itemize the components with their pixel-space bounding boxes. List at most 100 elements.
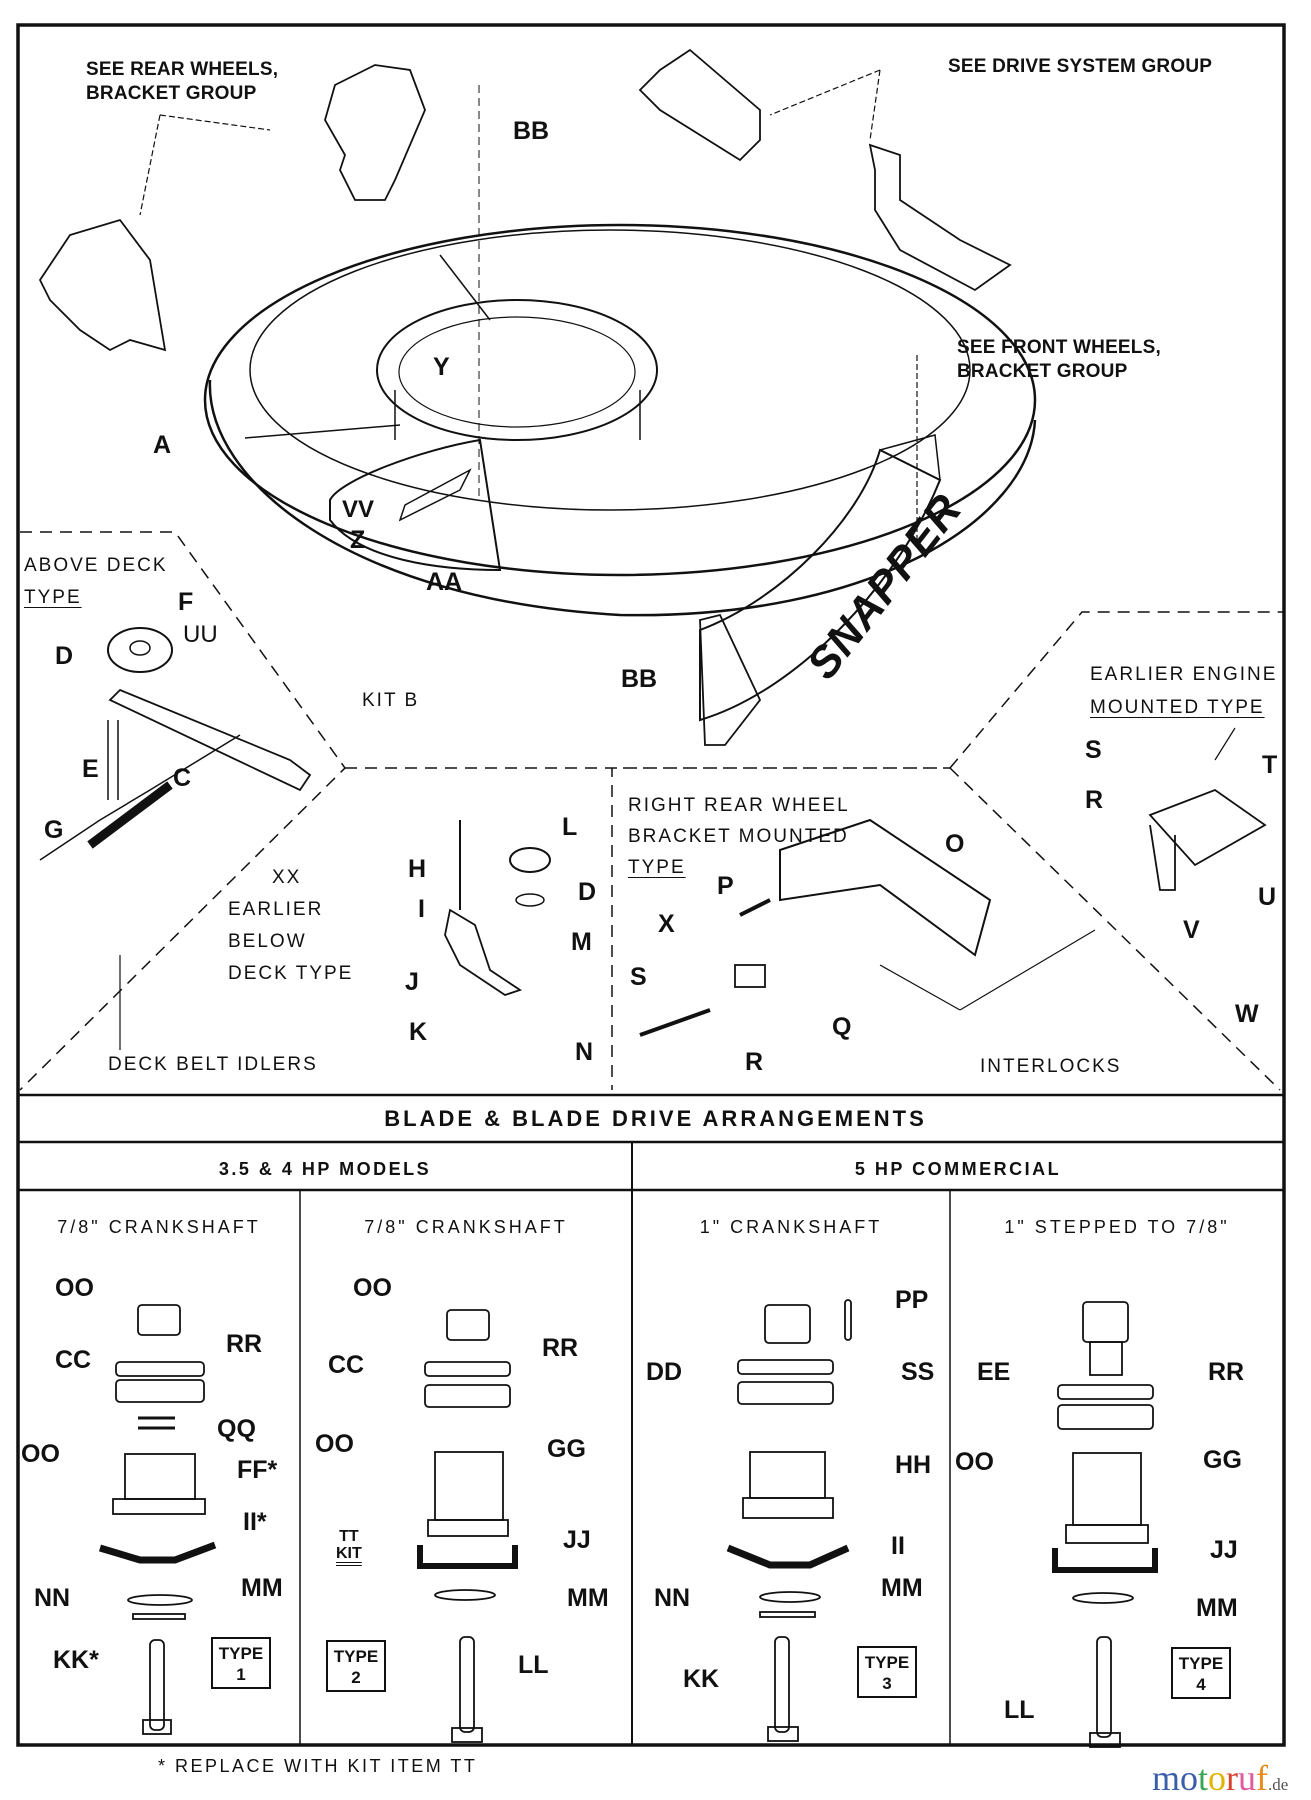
t4-label-oo: OO xyxy=(955,1448,994,1476)
region-right-diag xyxy=(949,767,1281,1091)
callout-earlier-engine-line2: MOUNTED TYPE xyxy=(1090,697,1265,718)
t3-label-ii: II xyxy=(891,1532,905,1560)
callout-front-wheels: SEE FRONT WHEELS, BRACKET GROUP xyxy=(957,336,1161,384)
spring-coil xyxy=(87,781,173,849)
rear-bracket-top xyxy=(324,64,426,201)
t1-label-rr: RR xyxy=(226,1330,263,1358)
type-badge-3: TYPE 3 xyxy=(857,1646,917,1698)
region-mid xyxy=(345,767,950,1090)
t3-label-hh: HH xyxy=(895,1451,932,1479)
part-label-r-engine: R xyxy=(1085,786,1104,814)
part-label-s-engine: S xyxy=(1085,736,1102,764)
group-label-5-hp: 5 HP COMMERCIAL xyxy=(854,1159,1062,1179)
t1-label-cc: CC xyxy=(55,1346,92,1374)
region-right xyxy=(949,611,1284,769)
part-label-bb-top: BB xyxy=(513,117,550,145)
part-label-l: L xyxy=(562,813,578,841)
t2-label-mm: MM xyxy=(567,1584,609,1612)
t3-label-dd: DD xyxy=(646,1358,683,1386)
callout-deck-belt-idlers: DECK BELT IDLERS xyxy=(108,1054,318,1075)
t2-label-ll: LL xyxy=(518,1651,549,1679)
stack-type-2 xyxy=(417,1309,518,1743)
column-heading-type-3: 1" CRANKSHAFT xyxy=(699,1217,883,1237)
watermark-letter: r xyxy=(1226,1758,1239,1798)
type-badge-1-number: 1 xyxy=(236,1665,246,1684)
callout-earlier-engine-line1: EARLIER ENGINE xyxy=(1090,664,1278,685)
callout-kit-b: KIT B xyxy=(362,690,420,711)
callout-rear-wheels-line2: BRACKET GROUP xyxy=(86,83,257,104)
part-label-m: M xyxy=(571,928,592,956)
watermark-suffix: .de xyxy=(1268,1775,1289,1794)
t1-label-qq: QQ xyxy=(217,1415,256,1443)
part-label-w: W xyxy=(1235,1000,1259,1028)
deck-inner-rim xyxy=(249,229,971,511)
rear-bracket-left xyxy=(38,218,167,352)
watermark-letter: o xyxy=(1180,1758,1199,1798)
idler-arm-c xyxy=(108,688,312,792)
column-heading-type-4: 1" STEPPED TO 7/8" xyxy=(1004,1217,1230,1237)
part-label-f: F xyxy=(178,588,194,616)
t2-kit-tt: TT KIT xyxy=(336,1528,362,1562)
part-label-j: J xyxy=(405,968,419,996)
part-label-s-bracket: S xyxy=(630,963,647,991)
callout-rear-wheels-line1: SEE REAR WHEELS, xyxy=(86,59,279,80)
callout-earlier-below: XX EARLIER BELOW DECK TYPE xyxy=(228,862,353,990)
part-label-t: T xyxy=(1262,751,1278,779)
t2-label-oo-top: OO xyxy=(353,1274,392,1302)
drive-bracket-1 xyxy=(638,48,761,162)
watermark-motoruf: motoruf.de xyxy=(1152,1760,1288,1796)
idler-pulley-d xyxy=(107,627,173,673)
part-label-z: Z xyxy=(350,526,366,554)
stack-type-4 xyxy=(1052,1301,1158,1748)
t1-label-oo-top: OO xyxy=(55,1274,94,1302)
part-label-uu: UU xyxy=(183,621,218,648)
screw-s xyxy=(639,1008,711,1037)
front-bracket-post xyxy=(699,613,762,746)
callout-above-deck-line2: TYPE xyxy=(24,587,82,608)
part-label-k: K xyxy=(409,1018,428,1046)
type-badge-1-word: TYPE xyxy=(218,1644,264,1663)
deck-skirt xyxy=(208,379,1037,617)
t4-label-jj: JJ xyxy=(1210,1536,1238,1564)
t1-label-ii: II* xyxy=(243,1508,267,1536)
part-label-aa: AA xyxy=(426,568,463,596)
part-label-g: G xyxy=(44,816,64,844)
part-label-d-above: D xyxy=(55,642,74,670)
type-badge-2: TYPE 2 xyxy=(326,1640,386,1692)
arrow-rear xyxy=(139,114,271,216)
part-label-r-bracket: R xyxy=(745,1048,764,1076)
t4-label-rr: RR xyxy=(1208,1358,1245,1386)
callout-xx: XX xyxy=(272,867,302,888)
t3-label-pp: PP xyxy=(895,1286,929,1314)
t1-label-kk: KK* xyxy=(53,1646,99,1674)
part-label-c: C xyxy=(173,764,192,792)
part-label-o: O xyxy=(945,830,965,858)
bolt-x xyxy=(739,898,771,917)
part-label-d-below: D xyxy=(578,878,597,906)
front-bracket-teeth xyxy=(879,434,941,481)
part-label-u: U xyxy=(1258,883,1277,911)
callout-above-deck-line1: ABOVE DECK xyxy=(24,555,168,576)
part-label-v: V xyxy=(1183,916,1200,944)
arrow-engine xyxy=(1214,727,1236,761)
part-label-h: H xyxy=(408,855,427,883)
t2-label-rr: RR xyxy=(542,1334,579,1362)
type-badge-2-number: 2 xyxy=(351,1668,361,1687)
type-badge-4-word: TYPE xyxy=(1178,1654,1224,1673)
callout-deck-type: DECK TYPE xyxy=(228,963,354,984)
callout-above-deck: ABOVE DECK TYPE xyxy=(24,550,168,614)
part-label-a: A xyxy=(153,431,172,459)
callout-rear-wheels: SEE REAR WHEELS, BRACKET GROUP xyxy=(86,58,278,106)
t2-label-gg: GG xyxy=(547,1435,586,1463)
callout-right-rear-line1: RIGHT REAR WHEEL xyxy=(628,795,850,816)
spring-g xyxy=(39,734,241,861)
hub-top xyxy=(376,299,658,441)
t4-label-ll: LL xyxy=(1004,1696,1035,1724)
part-label-bb-bottom: BB xyxy=(621,665,658,693)
engine-plate-t xyxy=(1148,788,1267,867)
type-badge-4: TYPE 4 xyxy=(1171,1647,1231,1699)
t3-label-nn: NN xyxy=(654,1584,691,1612)
bolt-e xyxy=(107,720,119,800)
watermark-letter: u xyxy=(1238,1758,1257,1798)
